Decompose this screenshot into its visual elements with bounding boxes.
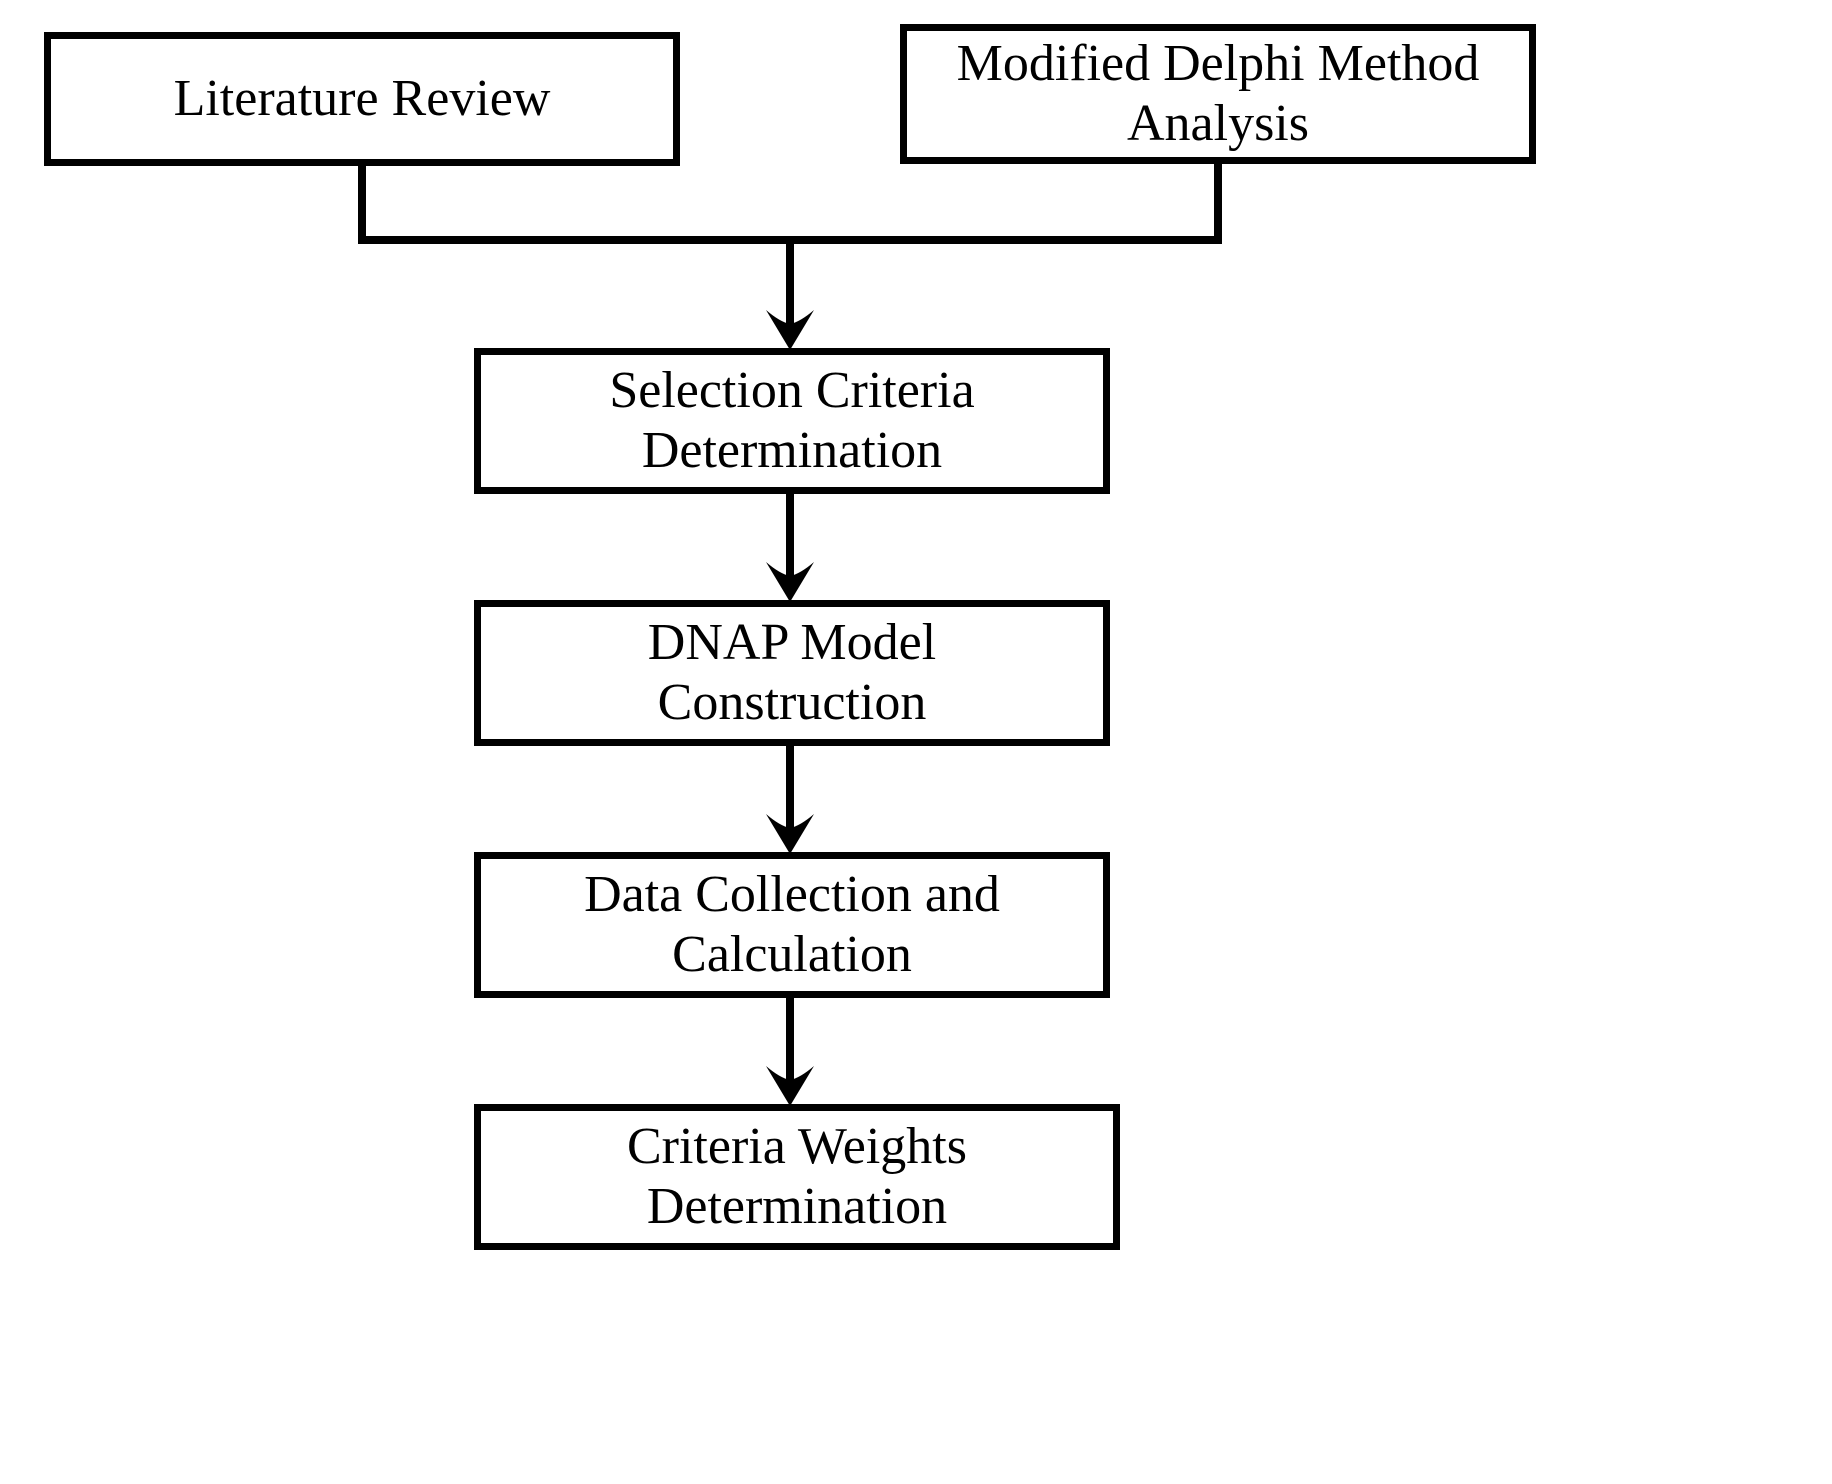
node-criteria-weights-determination: Criteria Weights Determination [474,1104,1120,1250]
arrowhead-to-data [766,814,814,854]
node-label-data-collection-and-calculation: Data Collection and Calculation [584,865,1000,983]
node-label-literature-review: Literature Review [173,69,551,127]
node-label-dnap-model-construction: DNAP Model Construction [647,613,937,731]
node-modified-delphi-method-analysis: Modified Delphi Method Analysis [900,24,1536,164]
node-label-criteria-weights-determination: Criteria Weights Determination [626,1117,967,1235]
node-label-modified-delphi-method-analysis: Modified Delphi Method Analysis [956,34,1480,152]
arrowhead-to-criteria [766,1066,814,1106]
node-selection-criteria-determination: Selection Criteria Determination [474,348,1110,494]
arrowhead-to-dnap [766,562,814,602]
node-label-selection-criteria-determination: Selection Criteria Determination [609,361,975,479]
node-data-collection-and-calculation: Data Collection and Calculation [474,852,1110,998]
node-literature-review: Literature Review [44,32,680,166]
node-dnap-model-construction: DNAP Model Construction [474,600,1110,746]
arrowhead-to-selection [766,310,814,350]
